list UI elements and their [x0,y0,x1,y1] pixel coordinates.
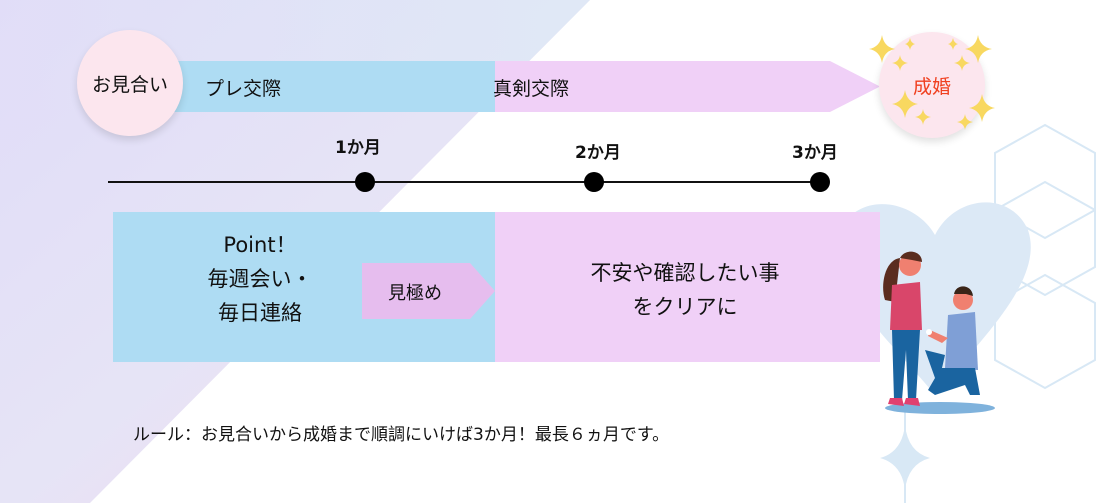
omiai-circle: お見合い [77,30,183,136]
pre-dating-bar [160,61,495,112]
sparkles-icon [869,35,995,130]
point-line-1: Point！ [223,233,297,257]
month-label-3: 3か月 [792,143,838,163]
point-line-2: 毎週会い・ [207,267,313,291]
timeline-dot-2 [584,172,604,192]
evaluate-label: 見極め [388,283,442,304]
serious-dating-box [495,212,880,362]
evaluate-arrow [362,263,495,319]
timeline-line [108,181,820,183]
timeline-dot-3 [810,172,830,192]
month-label-1: 1か月 [335,138,381,158]
concern-line-1: 不安や確認したい事 [590,261,780,285]
rule-footer: ルール：お見合いから成婚まで順調にいけば3か月！最長６ヵ月です。 [133,425,670,445]
heart-icon [836,202,1031,395]
month-label-2: 2か月 [575,143,621,163]
sparkle-decoration [880,410,930,503]
clear-concerns-text: 不安や確認したい事 をクリアに [540,256,830,324]
pre-dating-label: プレ交際 [205,78,282,100]
concern-line-2: をクリアに [632,295,738,319]
point-text: Point！ 毎週会い・ 毎日連絡 [180,228,340,330]
omiai-label: お見合い [91,73,168,96]
couple-proposal-illustration [836,202,1031,414]
serious-dating-arrow [495,61,880,112]
marriage-label: 成婚 [912,75,951,98]
serious-dating-label: 真剣交際 [493,78,570,100]
point-line-3: 毎日連絡 [218,301,302,325]
timeline-dot-1 [355,172,375,192]
